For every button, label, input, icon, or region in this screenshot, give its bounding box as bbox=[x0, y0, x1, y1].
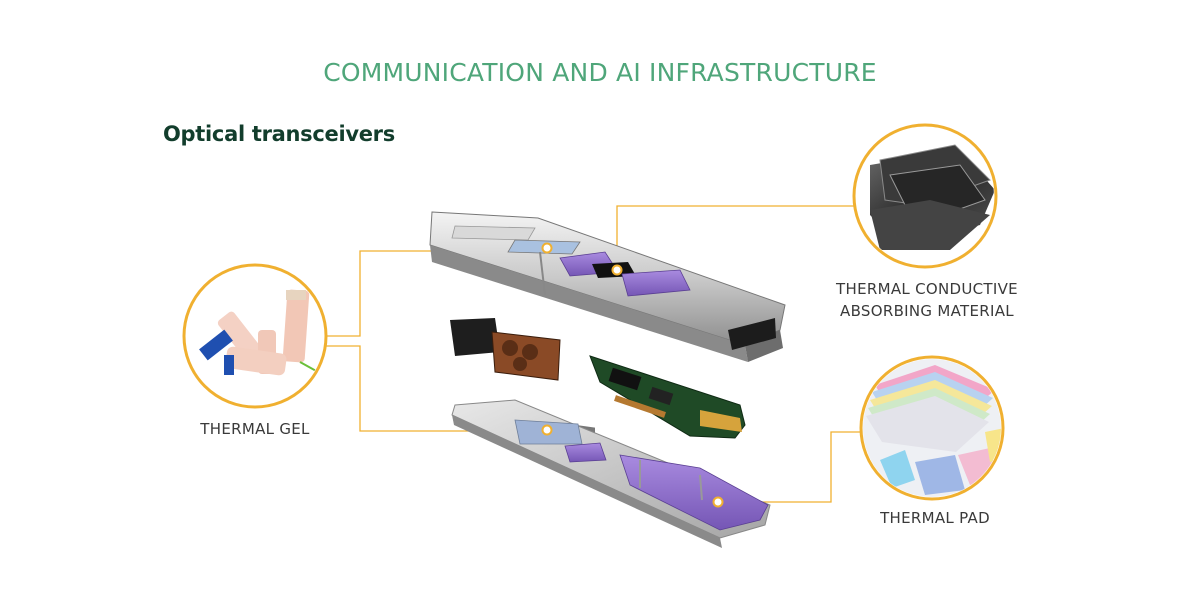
thermal-conductive-label-line1: THERMAL CONDUCTIVE bbox=[836, 280, 1018, 298]
section-subtitle: Optical transceivers bbox=[163, 122, 395, 146]
thermal-pad-label: THERMAL PAD bbox=[880, 509, 990, 527]
thermal-gel-image bbox=[182, 263, 328, 409]
callout-markers bbox=[541, 242, 724, 508]
pad-line bbox=[718, 431, 860, 503]
thermal-conductive-label: THERMAL CONDUCTIVE ABSORBING MATERIAL bbox=[812, 278, 1042, 322]
thermal-gel-label: THERMAL GEL bbox=[200, 420, 310, 438]
thermal-conductive-material-image bbox=[852, 123, 998, 269]
page-title: COMMUNICATION AND AI INFRASTRUCTURE bbox=[323, 58, 877, 87]
thermal-conductive-label-line2: ABSORBING MATERIAL bbox=[840, 302, 1014, 320]
bottom-baseplate bbox=[451, 399, 771, 548]
thermal-pad-image bbox=[859, 355, 1005, 501]
lower-purple-pad-small bbox=[564, 442, 607, 463]
upper-housing bbox=[429, 211, 786, 362]
upper-purple-pad-2 bbox=[621, 269, 691, 297]
lower-purple-pad-large bbox=[619, 454, 769, 531]
gel-line-bottom bbox=[325, 345, 547, 432]
